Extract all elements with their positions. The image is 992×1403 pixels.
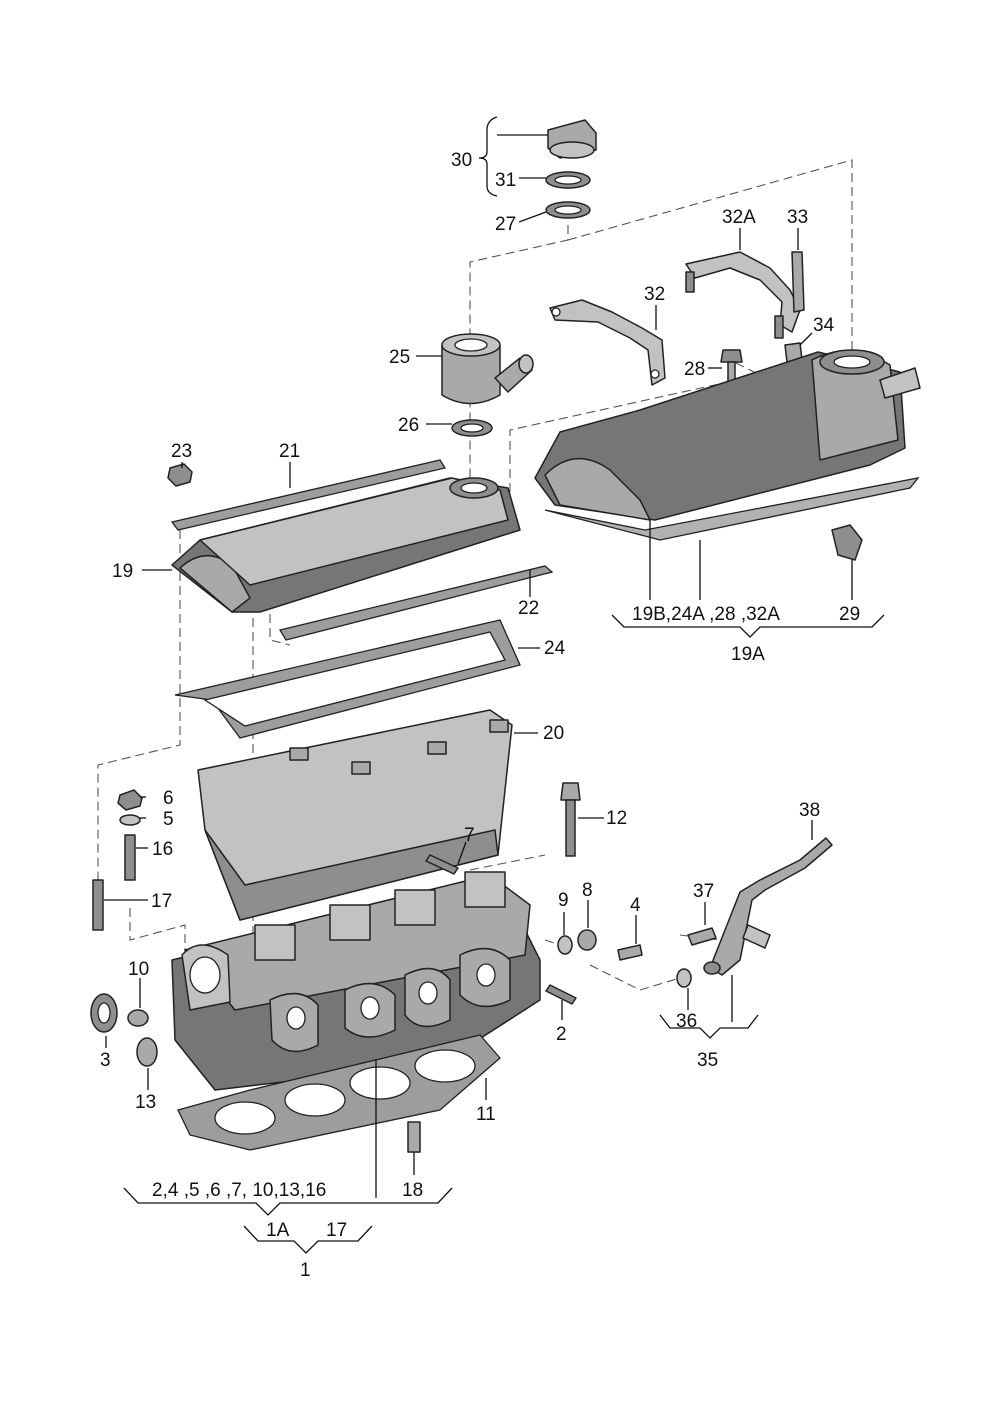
callout-6: 6 <box>163 788 174 809</box>
cylinder-head-cover-19A <box>534 349 921 541</box>
washer-5 <box>119 814 141 826</box>
callout-25: 25 <box>389 347 410 368</box>
stud-2 <box>545 984 577 1005</box>
clip-33 <box>791 251 805 313</box>
callout-31: 31 <box>495 170 516 191</box>
plug-13 <box>136 1037 158 1067</box>
callout-9: 9 <box>558 890 569 911</box>
plug-10 <box>127 1009 149 1027</box>
callout-7: 7 <box>464 825 475 846</box>
callout-10: 10 <box>128 959 149 980</box>
callout-18: 18 <box>402 1180 423 1201</box>
ring-9 <box>557 935 573 955</box>
callout-29: 29 <box>839 604 860 625</box>
callout-36: 36 <box>676 1011 697 1032</box>
group-1A: 1A <box>266 1220 290 1241</box>
callout-5: 5 <box>163 809 174 830</box>
leader-lines <box>104 116 885 1254</box>
callout-28: 28 <box>684 359 705 380</box>
callout-20: 20 <box>543 723 564 744</box>
callout-32A: 32A <box>722 207 756 228</box>
cylinder-head-cover-19 <box>171 477 521 613</box>
stud-16 <box>124 834 136 881</box>
group-1A-items: 2,4 ,5 ,6 ,7, 10,13,16 <box>152 1180 326 1201</box>
callout-17-stud: 17 <box>151 891 172 912</box>
callout-4: 4 <box>630 895 641 916</box>
callout-labels: 30 31 27 32A 33 32 34 25 28 26 23 21 19 … <box>100 150 860 1281</box>
callout-34: 34 <box>813 315 835 336</box>
callout-3: 3 <box>100 1050 111 1071</box>
gasket-strip-22 <box>278 565 554 641</box>
bolt-37 <box>687 927 717 946</box>
dipstick-tube <box>703 837 833 976</box>
callout-23: 23 <box>171 441 192 462</box>
callout-24: 24 <box>544 638 566 659</box>
callout-11: 11 <box>476 1104 496 1125</box>
breather-valve <box>441 333 534 405</box>
plug-8 <box>577 929 597 951</box>
group-1-17: 17 <box>326 1220 347 1241</box>
callout-16: 16 <box>152 839 173 860</box>
ring-36 <box>676 968 692 988</box>
bracket-32 <box>549 299 666 386</box>
bolt-12 <box>560 782 581 857</box>
stud-17 <box>92 879 104 931</box>
seal-ring-31 <box>545 171 591 189</box>
callout-37: 37 <box>693 881 714 902</box>
cylinder-head <box>171 871 541 1091</box>
oil-filler-cap <box>547 119 597 159</box>
callout-22: 22 <box>518 598 539 619</box>
pin-4 <box>617 944 643 961</box>
callout-30: 30 <box>451 150 472 171</box>
group-19A-items: 19B,24A ,28 ,32A <box>632 604 780 625</box>
callout-13: 13 <box>135 1092 156 1113</box>
callout-35: 35 <box>697 1050 718 1071</box>
callout-8: 8 <box>582 880 593 901</box>
callout-26: 26 <box>398 415 419 436</box>
callout-2: 2 <box>556 1024 567 1045</box>
callout-33: 33 <box>787 207 808 228</box>
gasket-ring-27 <box>545 201 591 219</box>
clip-29 <box>831 524 863 561</box>
seal-ring-26 <box>451 419 493 437</box>
sensor-18 <box>407 1121 421 1153</box>
nut-23 <box>167 463 193 487</box>
gasket-24 <box>174 619 521 739</box>
callout-27: 27 <box>495 214 516 235</box>
bracket-32A <box>685 251 801 339</box>
callout-19: 19 <box>112 561 133 582</box>
seal-3 <box>90 993 118 1033</box>
callout-38: 38 <box>799 800 820 821</box>
gasket-strip-21 <box>170 459 447 531</box>
callout-32: 32 <box>644 284 665 305</box>
baffle-20 <box>197 709 513 921</box>
group-19A: 19A <box>731 644 765 665</box>
head-gasket-11 <box>177 1034 501 1151</box>
stud-7 <box>425 854 459 875</box>
callout-12: 12 <box>606 808 627 829</box>
callout-21: 21 <box>279 441 300 462</box>
group-1: 1 <box>300 1260 311 1281</box>
nut-6 <box>117 789 143 811</box>
